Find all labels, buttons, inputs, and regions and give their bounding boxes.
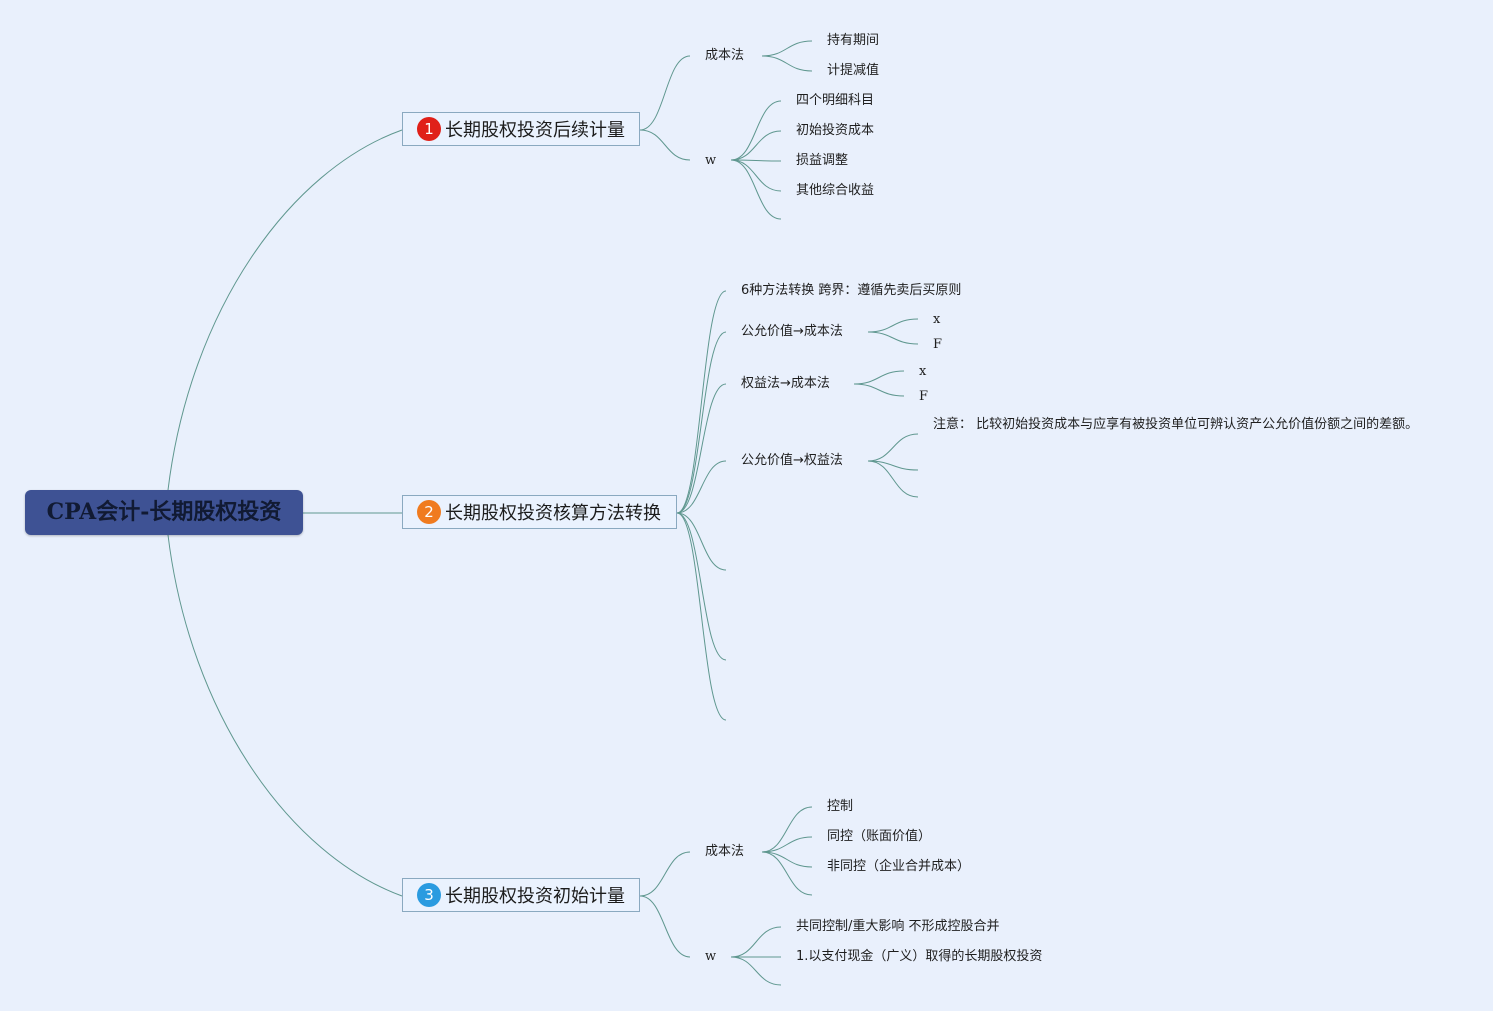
topic-initial-cost[interactable]: 初始投资成本	[796, 123, 875, 138]
topic-cost-method[interactable]: 成本法	[705, 48, 745, 63]
topic-cost-method[interactable]: 成本法	[705, 844, 745, 859]
connector-b2-eqcost-f	[853, 383, 905, 397]
topic-x[interactable]: x	[933, 312, 941, 327]
topic-fv-to-equity[interactable]: 公允价值→权益法	[741, 453, 843, 468]
connector-b3-cost	[639, 851, 691, 897]
connector-b3-w-3	[730, 956, 782, 986]
connector-b2-topic-4	[676, 512, 727, 571]
branch-method-conversion[interactable]: 2 长期股权投资核算方法转换	[402, 495, 677, 529]
connector-b1-w-4	[730, 159, 782, 192]
topic-profit-adjustment[interactable]: 损益调整	[796, 153, 849, 168]
connector-b3-cost-1	[761, 806, 813, 853]
connector-b1-w	[639, 129, 691, 161]
connector-b2-topic-3	[676, 460, 727, 514]
topic-non-common-control[interactable]: 非同控（企业合并成本）	[827, 859, 971, 874]
connector-b3-cost-2	[761, 836, 813, 853]
topic-w[interactable]: w	[705, 153, 717, 168]
root-topic[interactable]: CPA会计-长期股权投资	[25, 490, 303, 535]
connector-root-to-branch-3	[167, 534, 403, 897]
connector-b3-w	[639, 895, 691, 958]
connector-b1-w-2	[730, 130, 782, 161]
branch-label: 长期股权投资后续计量	[445, 120, 625, 141]
number-badge-1-icon: 1	[417, 117, 441, 141]
topic-holding-period[interactable]: 持有期间	[827, 33, 880, 48]
topic-six-conversions[interactable]: 6种方法转换 跨界：遵循先卖后买原则	[741, 283, 962, 298]
topic-joint-control[interactable]: 共同控制/重大影响 不形成控股合并	[796, 919, 1000, 934]
connector-b2-fvcost-f	[867, 331, 919, 345]
connector-b3-cost-3	[761, 851, 813, 868]
topic-f[interactable]: F	[933, 337, 943, 352]
branch-label: 长期股权投资初始计量	[445, 886, 625, 907]
connector-b2-fveq-note	[867, 433, 919, 462]
topic-common-control[interactable]: 同控（账面价值）	[827, 829, 932, 844]
connector-root-to-branch-1	[167, 129, 403, 491]
connector-b2-topic-0	[676, 290, 727, 514]
connector-b1-w-5	[730, 159, 782, 220]
topic-cash-acquisition[interactable]: 1.以支付现金（广义）取得的长期股权投资	[796, 949, 1043, 964]
connector-b2-topic-5	[676, 512, 727, 661]
connector-b2-fvcost-x	[867, 318, 919, 333]
branch-label: 长期股权投资核算方法转换	[445, 503, 661, 524]
connector-b3-cost-4	[761, 851, 813, 896]
topic-x[interactable]: x	[919, 364, 927, 379]
topic-fv-to-cost[interactable]: 公允价值→成本法	[741, 324, 843, 339]
connector-b1-cost-impairment	[761, 55, 813, 72]
topic-f[interactable]: F	[919, 389, 929, 404]
branch-subsequent-measurement[interactable]: 1 长期股权投资后续计量	[402, 112, 640, 146]
connector-b2-topic-6	[676, 512, 727, 721]
connector-b2-topic-1	[676, 331, 727, 514]
connector-b1-cost-holding	[761, 40, 813, 57]
topic-note[interactable]: 注意： 比较初始投资成本与应享有被投资单位可辨认资产公允价值份额之间的差额。	[933, 417, 1419, 432]
connector-b2-fveq-3	[867, 460, 919, 498]
topic-control[interactable]: 控制	[827, 799, 854, 814]
connector-b1-cost	[639, 55, 691, 131]
number-badge-2-icon: 2	[417, 500, 441, 524]
connector-b2-topic-2	[676, 383, 727, 514]
connector-b3-w-1	[730, 926, 782, 958]
connector-b1-w-3	[730, 159, 782, 162]
topic-equity-to-cost[interactable]: 权益法→成本法	[741, 376, 830, 391]
topic-oci[interactable]: 其他综合收益	[796, 183, 875, 198]
connector-b2-eqcost-x	[853, 370, 905, 385]
number-badge-3-icon: 3	[417, 883, 441, 907]
topic-impairment[interactable]: 计提减值	[827, 63, 880, 78]
topic-w[interactable]: w	[705, 949, 717, 964]
branch-initial-measurement[interactable]: 3 长期股权投资初始计量	[402, 878, 640, 912]
connector-b1-w-1	[730, 100, 782, 161]
topic-four-subaccounts[interactable]: 四个明细科目	[796, 93, 875, 108]
